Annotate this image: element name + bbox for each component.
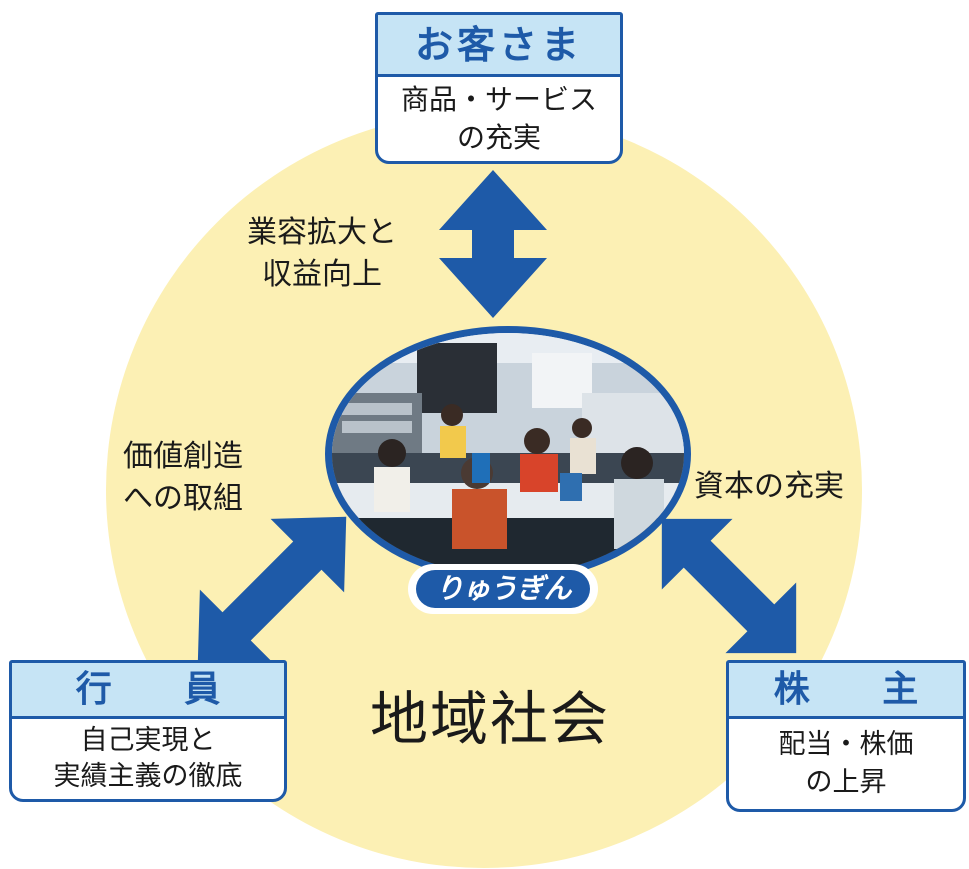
- employee-line-1: 自己実現と: [80, 725, 216, 756]
- customer-title: お客さま: [378, 15, 620, 77]
- label-growth: 業容拡大と 収益向上: [247, 212, 397, 296]
- label-value-creation-line-2: への取組: [123, 481, 243, 516]
- employee-title: 行 員: [12, 663, 284, 719]
- customer-box: お客さま 商品・サービス の充実: [375, 12, 623, 164]
- photo-illustration: [332, 333, 684, 575]
- label-value-creation-line-1: 価値創造: [123, 439, 243, 474]
- customer-line-2: の充実: [456, 121, 541, 154]
- arrow-employee: [197, 516, 347, 666]
- label-growth-line-2: 収益向上: [262, 257, 382, 292]
- shareholder-box: 株 主 配当・株価 の上昇: [726, 660, 966, 812]
- employee-box: 行 員 自己実現と 実績主義の徹底: [9, 660, 287, 802]
- shareholder-line-1: 配当・株価: [778, 729, 914, 760]
- ryugin-logo: りゅうぎん: [416, 570, 590, 608]
- label-value-creation: 価値創造 への取組: [123, 436, 243, 520]
- customer-line-1: 商品・サービス: [400, 83, 597, 116]
- label-capital-line-1: 資本の充実: [694, 469, 844, 504]
- center-label: 地域社会: [370, 685, 611, 753]
- label-capital: 資本の充実: [694, 466, 844, 508]
- arrow-shareholder: [661, 518, 797, 654]
- employee-body: 自己実現と 実績主義の徹底: [12, 719, 284, 799]
- employee-line-2: 実績主義の徹底: [53, 761, 243, 792]
- arrow-customer: [439, 170, 547, 318]
- ryugin-logo-badge: りゅうぎん: [408, 564, 598, 614]
- shareholder-body: 配当・株価 の上昇: [729, 719, 963, 809]
- customer-body: 商品・サービス の充実: [378, 77, 620, 161]
- bank-lobby-photo: [325, 326, 691, 582]
- shareholder-line-2: の上昇: [805, 767, 887, 798]
- shareholder-title: 株 主: [729, 663, 963, 719]
- label-growth-line-1: 業容拡大と: [247, 215, 397, 250]
